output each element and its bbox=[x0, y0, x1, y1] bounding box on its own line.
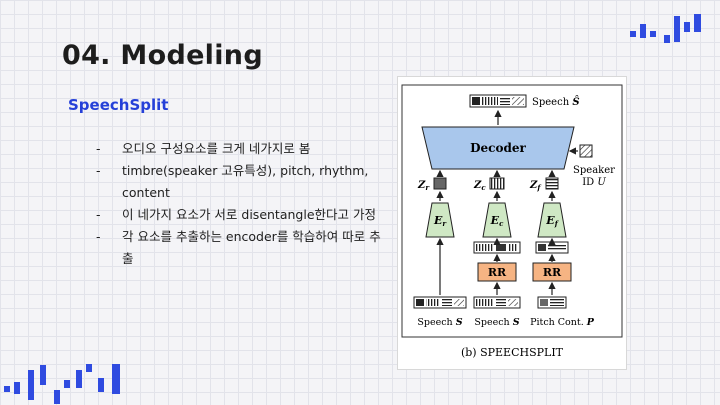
rhythm-encoder-block bbox=[425, 202, 455, 238]
decorative-pixels-bottom-left bbox=[0, 360, 125, 405]
content-spectrogram-icon bbox=[473, 241, 521, 254]
bullet-marker: - bbox=[96, 141, 101, 156]
rr-block-pitch bbox=[532, 262, 572, 282]
decoder-label: Decoder bbox=[470, 141, 526, 155]
bullet-marker: - bbox=[96, 163, 101, 178]
architecture-diagram: Speech Ŝ Decoder Speaker ID U Zr Zc Zf E… bbox=[401, 84, 623, 359]
speaker-id-label: ID U bbox=[582, 177, 606, 188]
slide-title: 04. Modeling bbox=[62, 40, 263, 71]
bullet-text: 이 네가지 요소가 서로 disentangle한다고 가정 bbox=[122, 207, 376, 222]
input-label-1: Speech S bbox=[417, 317, 462, 328]
rr-label-pitch: RR bbox=[543, 266, 562, 279]
decorative-pixels-top-right bbox=[626, 12, 706, 46]
diagram-frame bbox=[401, 84, 623, 338]
bullet-item: - 이 네가지 요소가 서로 disentangle한다고 가정 bbox=[96, 204, 386, 226]
speechsplit-figure: Speech Ŝ Decoder Speaker ID U Zr Zc Zf E… bbox=[397, 76, 627, 370]
rr-block-content bbox=[477, 262, 517, 282]
bullet-text: 각 요소를 추출하는 encoder를 학습하여 따로 추출 bbox=[122, 229, 381, 266]
decoder-block bbox=[421, 126, 575, 170]
z-c-code-icon bbox=[489, 177, 505, 190]
input-spectrogram-icon-2 bbox=[473, 296, 521, 309]
bullet-item: - 오디오 구성요소를 크게 네가지로 봄 bbox=[96, 138, 386, 160]
speaker-id-icon bbox=[579, 144, 593, 158]
pitch-encoder-label: Ef bbox=[545, 214, 559, 228]
z-r-code-icon bbox=[433, 177, 447, 190]
bullet-list: - 오디오 구성요소를 크게 네가지로 봄 - timbre(speaker 고유특… bbox=[96, 138, 386, 270]
bullet-marker: - bbox=[96, 207, 101, 222]
bullet-text: timbre(speaker 고유특성), pitch, rhythm, con… bbox=[122, 163, 369, 200]
input-label-3: Pitch Cont. P bbox=[530, 317, 595, 328]
bullet-item: - 각 요소를 추출하는 encoder를 학습하여 따로 추출 bbox=[96, 226, 386, 270]
rhythm-encoder-label: Er bbox=[433, 214, 447, 228]
bullet-marker: - bbox=[96, 229, 101, 244]
output-spectrogram-icon bbox=[469, 94, 527, 108]
figure-caption: (b) SPEECHSPLIT bbox=[461, 346, 564, 359]
section-subtitle: SpeechSplit bbox=[68, 96, 169, 114]
z-c-label: Zc bbox=[473, 180, 486, 192]
content-encoder-label: Ec bbox=[490, 214, 504, 228]
input-pitch-contour-icon bbox=[537, 296, 567, 309]
pitch-spectrogram-icon bbox=[535, 241, 569, 254]
input-label-2: Speech S bbox=[474, 317, 519, 328]
content-encoder-block bbox=[482, 202, 512, 238]
speaker-label: Speaker bbox=[573, 165, 615, 176]
bullet-item: - timbre(speaker 고유특성), pitch, rhythm, co… bbox=[96, 160, 386, 204]
output-label: Speech Ŝ bbox=[532, 96, 580, 108]
z-f-code-icon bbox=[545, 177, 559, 190]
input-spectrogram-icon-1 bbox=[413, 296, 467, 309]
rr-label-content: RR bbox=[488, 266, 507, 279]
pitch-encoder-block bbox=[537, 202, 567, 238]
z-f-label: Zf bbox=[529, 180, 542, 192]
bullet-text: 오디오 구성요소를 크게 네가지로 봄 bbox=[122, 141, 311, 156]
z-r-label: Zr bbox=[417, 180, 430, 192]
